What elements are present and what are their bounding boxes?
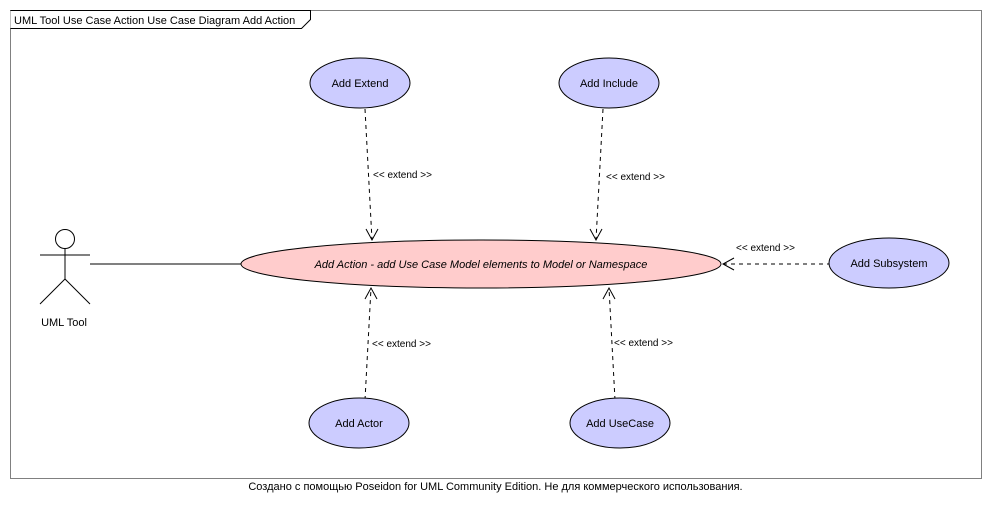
- extend-arrowhead: [365, 228, 379, 242]
- actor-left-leg: [39, 278, 66, 305]
- use-case-ellipse: [828, 237, 950, 289]
- extend-relation-add-subsystem: << extend >>: [721, 243, 831, 271]
- use-case-label: Add Subsystem: [850, 258, 927, 270]
- extend-relation-add-usecase: << extend >>: [602, 286, 673, 401]
- use-case-diagram: UML Tool Use Case Action Use Case Diagra…: [10, 10, 982, 479]
- extend-line: [364, 108, 373, 241]
- extend-line: [595, 108, 604, 241]
- extend-stereotype: << extend >>: [614, 338, 673, 349]
- use-case-ellipse: [569, 397, 671, 449]
- actor-right-leg: [64, 278, 91, 305]
- use-case-ellipse: [308, 397, 410, 449]
- extend-arrowhead: [364, 286, 378, 300]
- use-case-add-include[interactable]: Add Include: [558, 57, 660, 109]
- use-case-add-action[interactable]: Add Action - add Use Case Model elements…: [240, 239, 722, 289]
- diagram-frame: [10, 10, 982, 479]
- use-case-label: Add Include: [580, 78, 638, 90]
- use-case-ellipse: [240, 239, 722, 289]
- actor-uml-tool[interactable]: UML Tool: [39, 229, 91, 330]
- extend-line: [608, 287, 616, 401]
- use-case-label: Add Action - add Use Case Model elements…: [314, 259, 648, 271]
- extend-stereotype: << extend >>: [606, 172, 665, 183]
- extend-stereotype: << extend >>: [372, 339, 431, 350]
- use-case-label: Add UseCase: [586, 418, 654, 430]
- use-case-add-actor[interactable]: Add Actor: [308, 397, 410, 449]
- extend-arrowhead: [589, 228, 603, 242]
- use-case-add-usecase[interactable]: Add UseCase: [569, 397, 671, 449]
- use-case-ellipse: [558, 57, 660, 109]
- actor-head: [55, 229, 75, 249]
- extend-relation-add-extend: << extend >>: [364, 108, 432, 242]
- extend-arrowhead: [721, 257, 735, 271]
- frame-title-tab: [10, 10, 311, 29]
- extend-line: [364, 287, 372, 401]
- use-case-add-subsystem[interactable]: Add Subsystem: [828, 237, 950, 289]
- extend-arrowhead: [602, 286, 616, 300]
- use-case-label: Add Extend: [332, 78, 389, 90]
- use-case-label: Add Actor: [335, 418, 383, 430]
- extend-stereotype: << extend >>: [736, 243, 795, 254]
- extend-relation-add-actor: << extend >>: [364, 286, 431, 401]
- use-case-ellipse: [309, 57, 411, 109]
- frame-title: UML Tool Use Case Action Use Case Diagra…: [14, 15, 295, 27]
- footer-notice: Создано с помощью Poseidon for UML Commu…: [248, 481, 743, 493]
- use-case-add-extend[interactable]: Add Extend: [309, 57, 411, 109]
- actor-label: UML Tool: [41, 317, 87, 329]
- extend-relation-add-include: << extend >>: [589, 108, 665, 242]
- extend-stereotype: << extend >>: [373, 170, 432, 181]
